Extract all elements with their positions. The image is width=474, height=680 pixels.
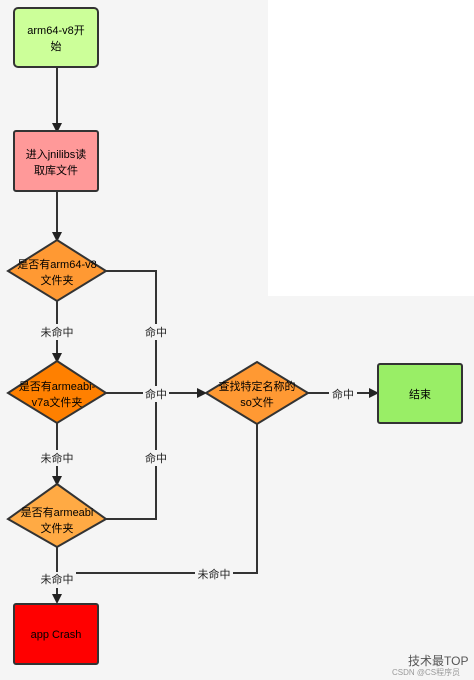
check-arm64-diamond: [6, 238, 108, 303]
edge-find-so-miss: [57, 424, 258, 574]
edge-label-miss-4: 未命中: [198, 567, 231, 581]
node-end: 结束: [377, 363, 463, 424]
end-text: 结束: [409, 388, 431, 401]
read-jnilibs-box: [13, 130, 99, 192]
edge-label-miss-3: 未命中: [41, 572, 74, 586]
find-so-diamond: [204, 360, 310, 426]
edge-label-hit-4: 命中: [332, 387, 354, 401]
start-text-line2: 始: [51, 39, 62, 53]
edge-armeabi-hit: [106, 393, 157, 520]
node-start: arm64-v8开 始: [13, 7, 99, 68]
edge-labels: 未命中 命中 命中 未命中 命中 命中 未命中 未命中: [38, 324, 357, 588]
watermark-title: 技术最TOP: [408, 654, 469, 668]
check-v7a-text-line2: v7a文件夹: [32, 395, 83, 409]
find-so-text-line2: so文件: [240, 395, 274, 409]
watermark: 技术最TOP CSDN @CS程序员: [392, 650, 472, 678]
check-armeabi-text-line2: 文件夹: [41, 521, 74, 535]
node-find-so: 查找特定名称的 so文件: [204, 360, 310, 426]
check-armeabi-text-line1: 是否有armeabi: [21, 505, 94, 519]
start-text-line1: arm64-v8开: [27, 25, 84, 37]
crash-box: [13, 603, 99, 665]
crash-text: app Crash: [31, 629, 82, 641]
edge-arm64-hit: [106, 270, 157, 393]
find-so-text-line1: 查找特定名称的: [219, 379, 296, 393]
edge-label-hit-2: 命中: [145, 387, 167, 401]
node-check-arm64: 是否有arm64-v8 文件夹: [6, 238, 108, 303]
edge-label-hit-3: 命中: [145, 451, 167, 465]
node-check-armeabi: 是否有armeabi 文件夹: [6, 482, 108, 549]
edge-label-hit-1: 命中: [145, 325, 167, 339]
node-read-jnilibs: 进入jnilibs读 取库文件: [13, 130, 99, 192]
node-crash: app Crash: [13, 603, 99, 665]
end-box: [377, 363, 463, 424]
check-arm64-text-line2: 文件夹: [41, 273, 74, 287]
node-check-v7a: 是否有armeabi- v7a文件夹: [6, 359, 108, 425]
read-jnilibs-text-line1: 进入jnilibs读: [26, 147, 87, 161]
start-box: [13, 7, 99, 68]
check-v7a-diamond: [6, 359, 108, 425]
edge-label-miss-1: 未命中: [41, 325, 74, 339]
edge-label-miss-2: 未命中: [41, 451, 74, 465]
read-jnilibs-text-line2: 取库文件: [34, 163, 78, 177]
check-arm64-text-line1: 是否有arm64-v8: [17, 257, 96, 271]
check-armeabi-diamond: [6, 482, 108, 549]
check-v7a-text-line1: 是否有armeabi-: [19, 379, 96, 393]
watermark-subtitle: CSDN @CS程序员: [392, 668, 461, 677]
